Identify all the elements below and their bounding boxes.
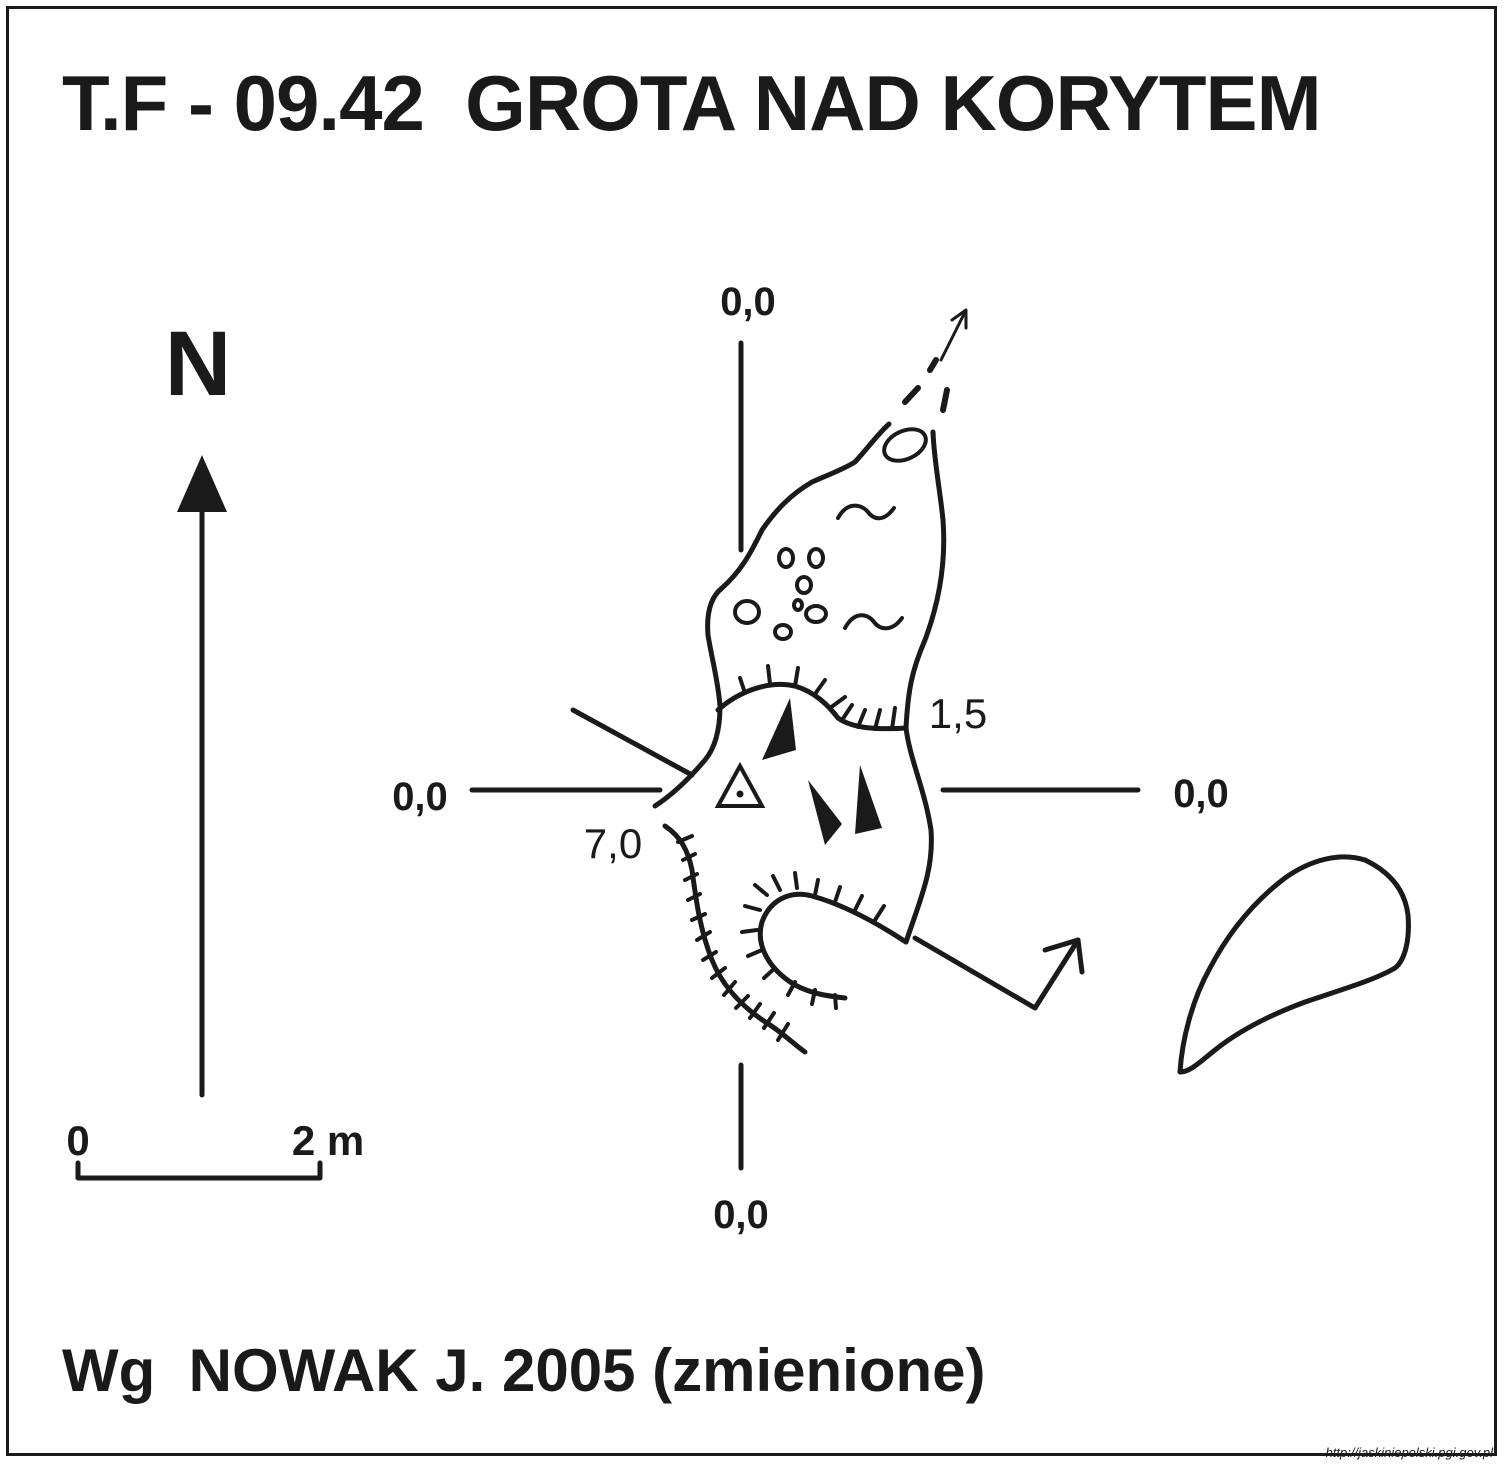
rock-tongue (1177, 854, 1411, 1075)
map-frame (6, 6, 1497, 1456)
map-credit: Wg NOWAK J. 2005 (zmienione) (62, 1337, 986, 1404)
west-rock-line (570, 707, 695, 778)
outcrop-hachures (740, 871, 886, 1010)
clay-tilde-icon (836, 503, 904, 631)
cave-wall-ne-dash-3 (940, 387, 950, 413)
cave-wall-ne-dash (902, 385, 921, 405)
profile-label-east: 0,0 (1173, 772, 1229, 816)
boulders-icon (733, 427, 928, 641)
profile-label-south: 0,0 (713, 1193, 769, 1237)
survey-station-icon (714, 761, 766, 808)
passage-continues-arrow-icon (939, 308, 968, 362)
scale-end-label: 2 m (292, 1117, 364, 1164)
scale-start-label: 0 (66, 1117, 89, 1164)
map-title: T.F - 09.42 GROTA NAD KORYTEM (62, 59, 1322, 147)
inner-outcrop (757, 891, 909, 1001)
cave-wall-ne-dash-2 (927, 357, 939, 373)
ledge-arc (715, 681, 909, 732)
rock-blocks-icon (762, 698, 882, 845)
profile-label-north: 0,0 (720, 280, 776, 324)
ledge-hachures (738, 664, 897, 731)
scale-bar-icon (75, 1160, 323, 1181)
cave-wall-west-upper (652, 421, 892, 809)
exit-arrow-icon (912, 935, 1085, 1011)
depth-label-right: 1,5 (929, 690, 987, 737)
cave-wall-east (903, 429, 947, 945)
profile-label-west: 0,0 (392, 775, 448, 819)
depth-label-left: 7,0 (584, 820, 642, 867)
entrance-hachures (676, 834, 790, 1042)
north-arrow-icon (177, 455, 227, 1098)
source-url: http://jaskiniepolski.pgi.gov.pl (1325, 1445, 1493, 1460)
north-label: N (165, 313, 231, 415)
